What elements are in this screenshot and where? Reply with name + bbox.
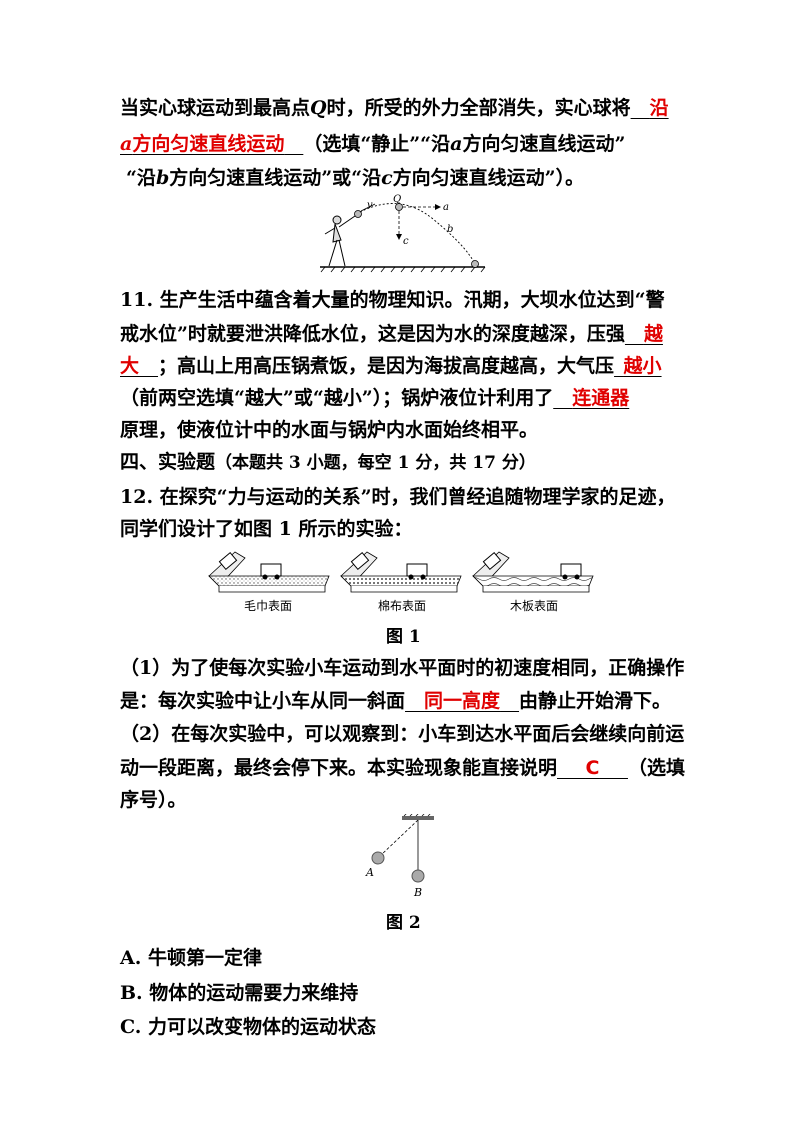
q12-text: 是：每次实验中让小车从同一斜面: [120, 690, 406, 712]
q10-text: 当实心球运动到最高点: [120, 97, 311, 119]
q12-answer-2: C: [585, 757, 600, 779]
q12-text: 由静止开始滑下。: [519, 690, 672, 712]
q10-answer-part1: 沿: [649, 97, 669, 119]
q10-text-a: a: [450, 133, 463, 155]
option-b: B. 物体的运动需要力来维持: [120, 982, 359, 1004]
q11-line-5: 原理，使液位计中的水面与锅炉内水面始终相平。: [120, 419, 539, 441]
ramp-wood: [472, 551, 594, 593]
figure-2-caption: 图 2: [386, 913, 421, 933]
q12-line-2: 同学们设计了如图 1 所示的实验：: [120, 518, 413, 540]
q10-text-b: b: [155, 167, 170, 189]
q11-line-3: 大 ；高山上用高压锅煮饭，是因为海拔高度越高，大气压 越小: [120, 352, 662, 380]
section-note: （本题共 3 小题，每空 1 分，共 17 分）: [215, 453, 536, 473]
q12-line-1: 12. 在探究“力与运动的关系”时，我们曾经追随物理学家的足迹，: [120, 486, 676, 508]
ramp-towel: [208, 551, 330, 593]
q12-part2-line-2: 动一段距离，最终会停下来。本实验现象能直接说明 C （选填: [120, 754, 685, 782]
label-v: v: [367, 200, 373, 211]
q12-part2-line-1: （2）在每次实验中，可以观察到：小车到达水平面后会继续向前运: [120, 723, 685, 745]
q12-part1-line-1: （1）为了使每次实验小车运动到水平面时的初速度相同，正确操作: [120, 657, 685, 679]
throw-trajectory-figure: v Q a b c: [320, 194, 486, 273]
label-b: b: [447, 224, 453, 235]
q12-part2-line-3: 序号）。: [120, 789, 187, 811]
q10-line-2: a方向匀速直线运动 （选填“静止”“沿a方向匀速直线运动”: [120, 130, 625, 158]
label-c: c: [403, 236, 409, 247]
q11-answer-1a: 越: [643, 323, 663, 345]
q11-line-1: 11. 生产生活中蕴含着大量的物理知识。汛期，大坝水位达到“警: [120, 289, 665, 311]
q11-answer-3: 连通器: [572, 387, 630, 409]
q10-point-q: Q: [310, 97, 327, 119]
q10-answer-part2: 方向匀速直线运动: [132, 133, 285, 155]
q12-text: 动一段距离，最终会停下来。本实验现象能直接说明: [120, 757, 558, 779]
surface-label-wood: 木板表面: [510, 599, 559, 613]
q10-text-c: c: [381, 167, 393, 189]
surface-label-cotton: 棉布表面: [378, 599, 427, 613]
label-b: B: [413, 886, 422, 899]
q10-text: 方向匀速直线运动”: [462, 133, 626, 155]
q11-answer-2: 越小: [623, 355, 662, 377]
figure-1-ramps: [208, 551, 594, 593]
thrower-person: [324, 215, 356, 267]
q10-line-1: 当实心球运动到最高点Q时，所受的外力全部消失，实心球将 沿: [120, 94, 669, 122]
q10-answer-direction: a: [120, 133, 133, 155]
option-a: A. 牛顿第一定律: [120, 947, 262, 969]
label-a: A: [365, 866, 374, 879]
section-4-heading: 四、实验题（本题共 3 小题，每空 1 分，共 17 分）: [120, 448, 536, 477]
q11-text: 戒水位”时就要泄洪降低水位，这是因为水的深度越深，压强: [120, 323, 625, 345]
q11-line-4: （前两空选填“越大”或“越小”）；锅炉液位计利用了 连通器: [120, 384, 629, 412]
figure-1-caption: 图 1: [386, 627, 421, 647]
surface-label-towel: 毛巾表面: [244, 599, 293, 613]
q10-line-3: “沿b方向匀速直线运动”或“沿c方向匀速直线运动”）。: [126, 164, 584, 192]
label-a: a: [443, 202, 449, 213]
option-c: C. 力可以改变物体的运动状态: [120, 1016, 377, 1038]
q10-text: “沿: [126, 167, 156, 189]
q11-line-2: 戒水位”时就要泄洪降低水位，这是因为水的深度越深，压强 越: [120, 320, 663, 348]
q10-text: 时，所受的外力全部消失，实心球将: [326, 97, 631, 119]
q12-text: （选填: [627, 757, 685, 779]
label-q: Q: [393, 194, 401, 205]
q12-part1-line-2: 是：每次实验中让小车从同一斜面 同一高度 由静止开始滑下。: [120, 687, 671, 715]
q11-answer-1b: 大: [120, 355, 140, 377]
ramp-cotton: [340, 551, 462, 593]
figure-2-pendulum: A B: [365, 814, 434, 899]
section-title: 四、实验题: [120, 451, 216, 473]
q12-answer-1: 同一高度: [424, 690, 501, 712]
q11-text: ；高山上用高压锅煮饭，是因为海拔高度越高，大气压: [158, 355, 615, 377]
q10-text: 方向匀速直线运动”或“沿: [169, 167, 382, 189]
q10-text: 方向匀速直线运动”）。: [392, 167, 585, 189]
q10-text: （选填“静止”“沿: [303, 133, 451, 155]
q11-text: （前两空选填“越大”或“越小”）；锅炉液位计利用了: [120, 387, 554, 409]
